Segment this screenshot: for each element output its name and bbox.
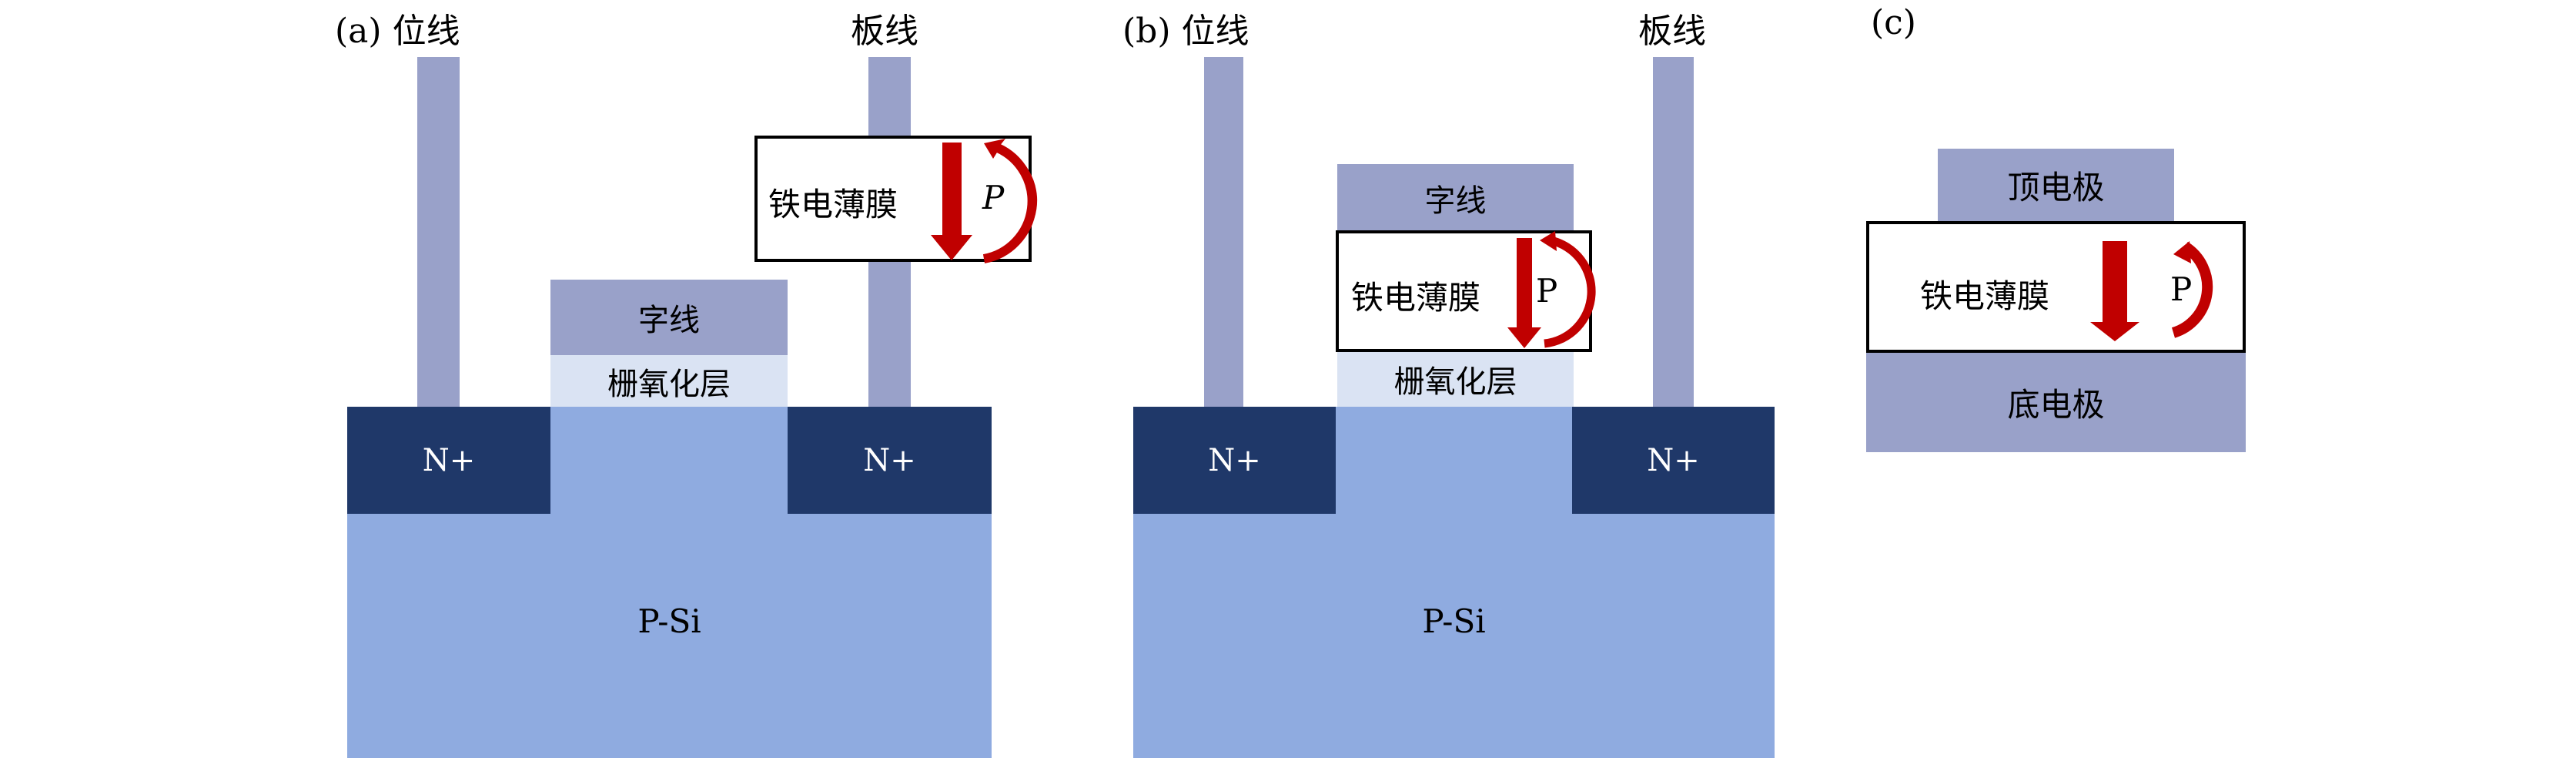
panel-b-tag: (b) 位线 [1122, 12, 1250, 51]
n-plus-right: N+ [788, 407, 992, 514]
bit-line-label: 位线 [392, 12, 460, 51]
down-arrow-icon [2090, 241, 2139, 341]
top-electrode: 顶电极 [1938, 149, 2174, 221]
rotation-arrow-icon [1544, 236, 1596, 348]
rotation-arrow-icon [2171, 242, 2213, 338]
down-arrow-icon [1507, 238, 1541, 348]
panel-c-tag: (c) [1871, 3, 1916, 42]
ferro-film-label: 铁电薄膜 [1920, 277, 2050, 315]
plate-line [1653, 57, 1694, 407]
word-line: 字线 [550, 280, 788, 355]
bit-line [417, 57, 460, 407]
n-plus-left: N+ [1133, 407, 1336, 514]
substrate-label: P-Si [1422, 602, 1486, 640]
ferroelectric-film: 铁电薄膜 P [1336, 230, 1592, 352]
ferro-film-label: 铁电薄膜 [1351, 279, 1481, 317]
n-plus-right: N+ [1572, 407, 1775, 514]
gate-oxide: 栅氧化层 [550, 355, 788, 407]
plate-line-label: 板线 [851, 12, 918, 51]
polarization-label: P [2170, 270, 2193, 308]
bit-line-label: 位线 [1181, 12, 1250, 51]
n-plus-left: N+ [347, 407, 550, 514]
down-arrow-icon [931, 143, 972, 260]
panel-a-tag: (a) 位线 [335, 12, 460, 51]
gate-oxide: 栅氧化层 [1337, 350, 1574, 407]
substrate-label: P-Si [637, 602, 701, 640]
bottom-electrode: 底电极 [1866, 353, 2246, 452]
polarization-label: P [1536, 272, 1558, 310]
word-line: 字线 [1337, 164, 1574, 232]
ferro-film-label: 铁电薄膜 [768, 186, 898, 223]
polarization-label: P [982, 179, 1005, 216]
plate-line-label: 板线 [1638, 12, 1706, 51]
bit-line [1204, 57, 1243, 407]
ferroelectric-film: 铁电薄膜 P [754, 136, 1032, 262]
